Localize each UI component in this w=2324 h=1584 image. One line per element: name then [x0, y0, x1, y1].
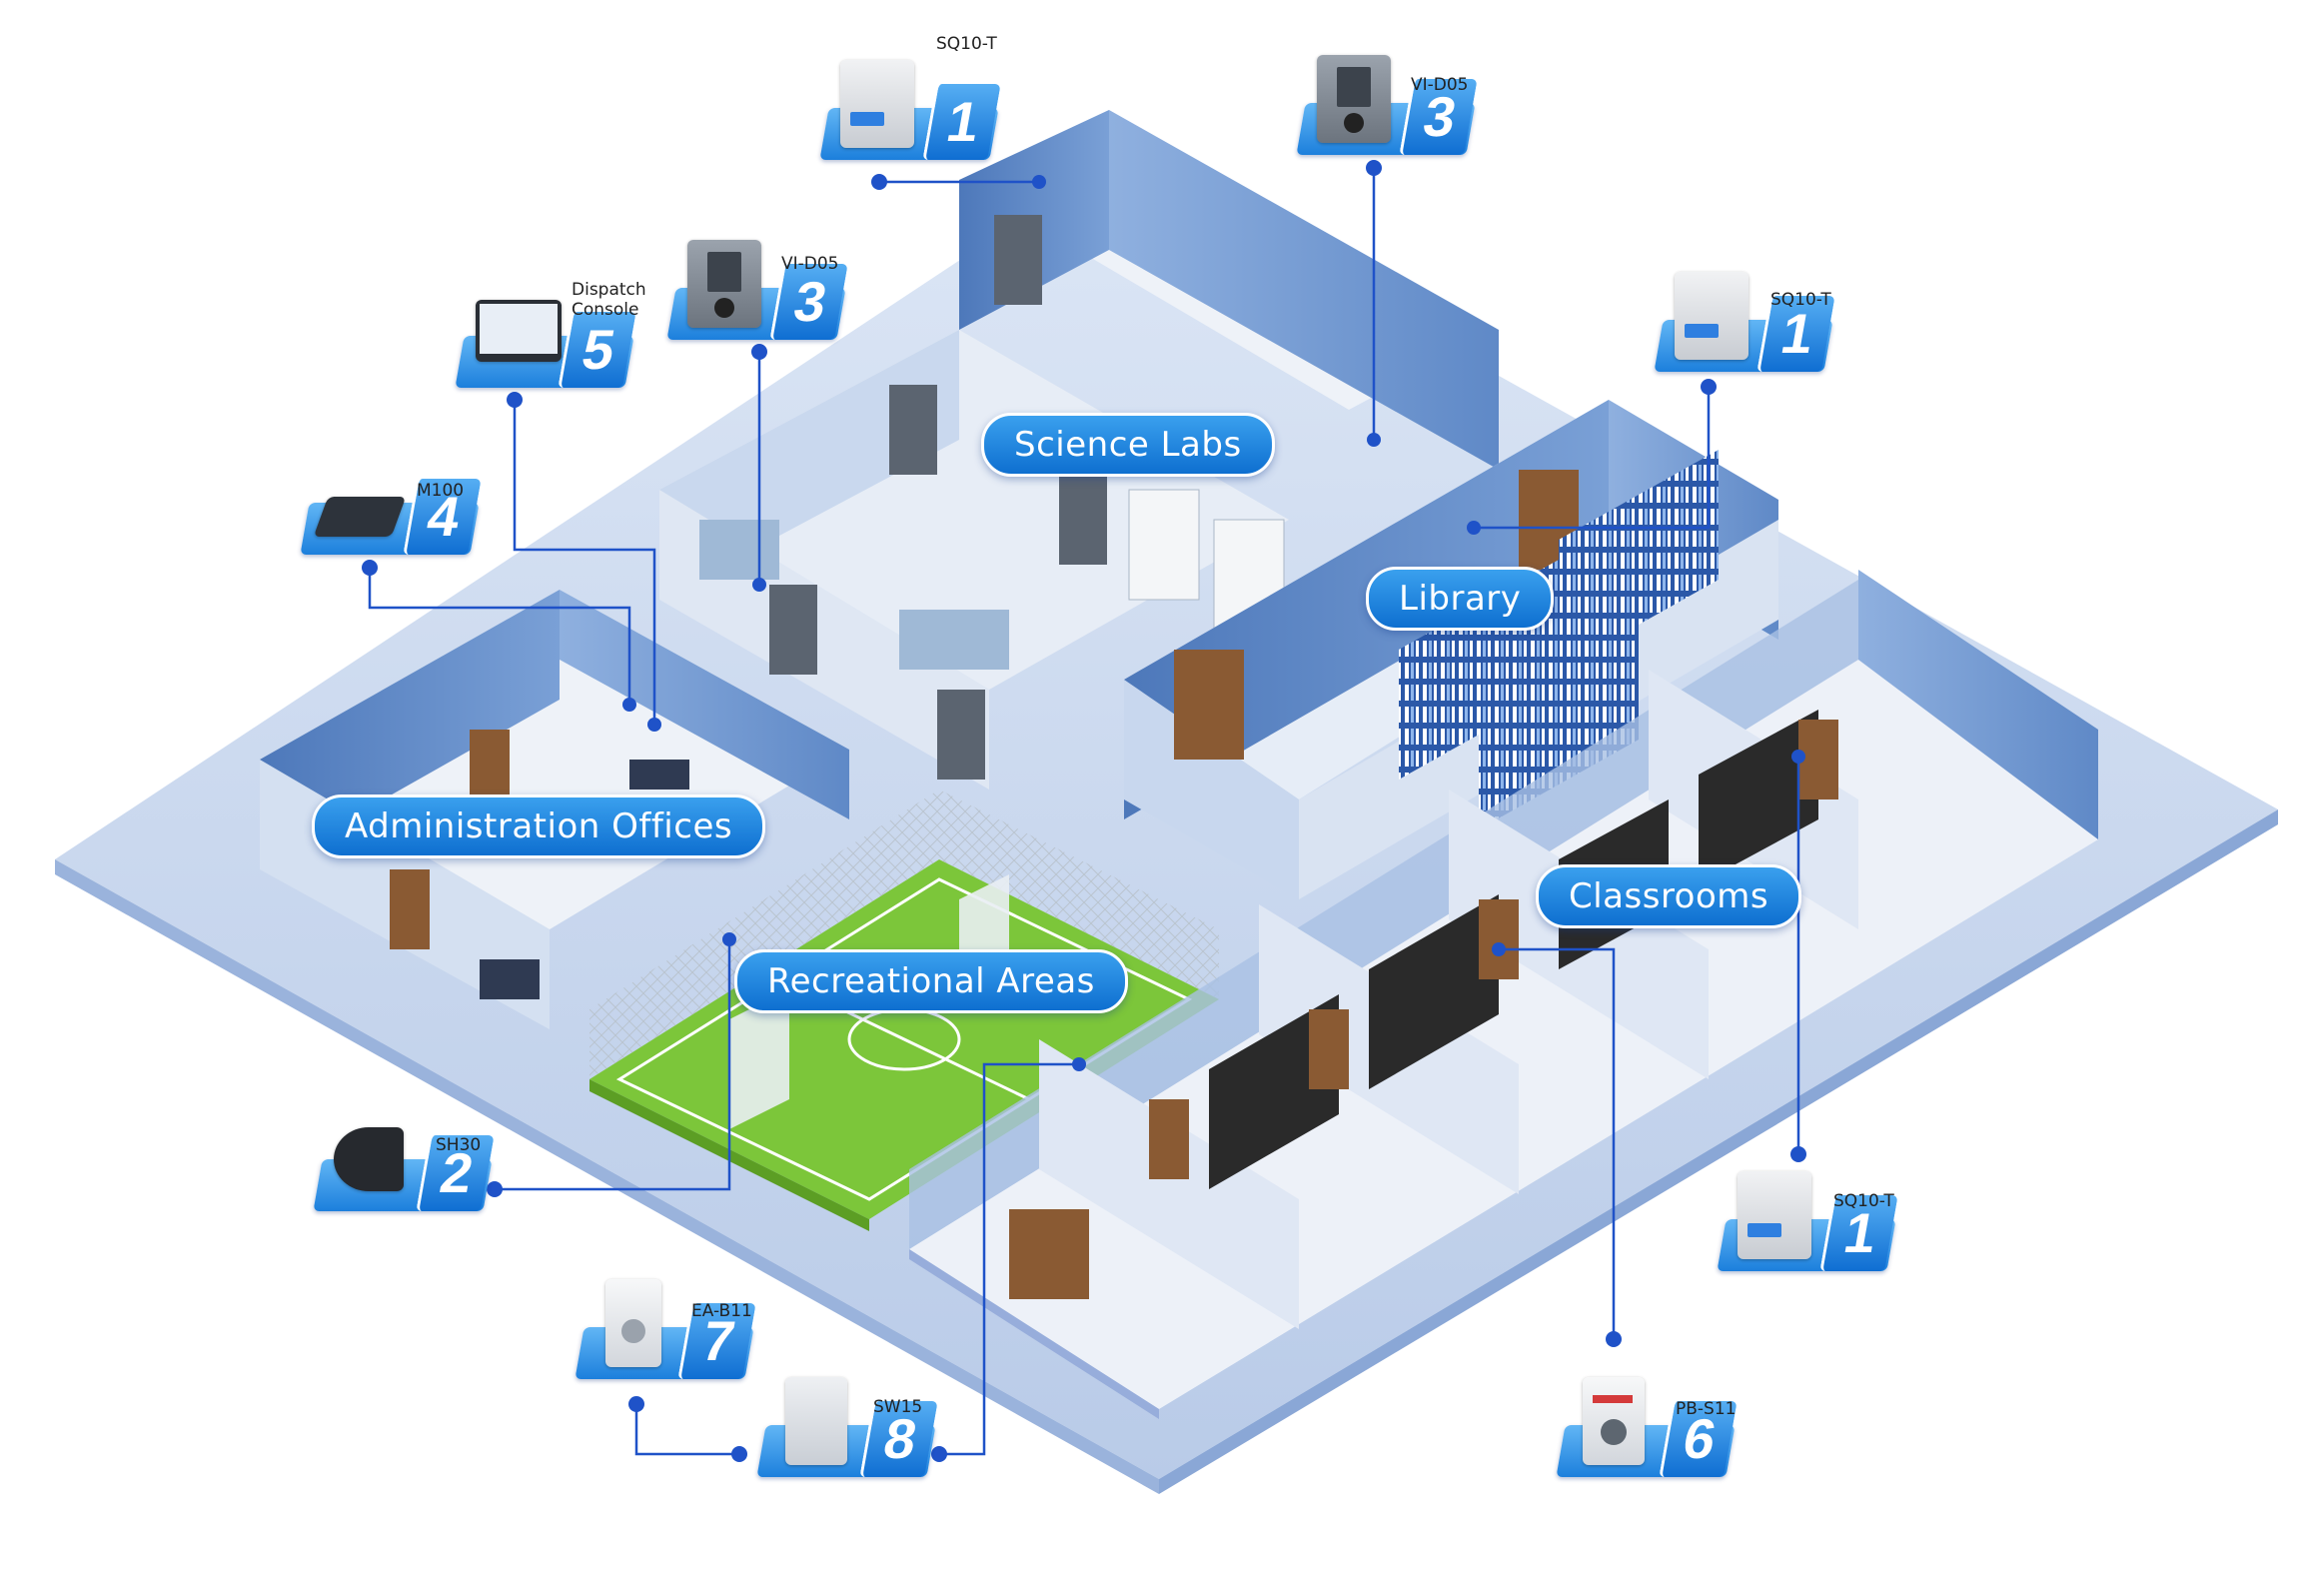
device-number: 5	[558, 312, 636, 388]
device-pbs11: 6 PB-S11	[1556, 1377, 1738, 1477]
science-labs-building	[659, 110, 1499, 790]
campus-floor-edge-left	[55, 859, 1159, 1494]
label-administration-offices: Administration Offices	[312, 794, 766, 858]
connection-endpoints	[362, 160, 1806, 1462]
label-classrooms: Classrooms	[1536, 864, 1802, 928]
line-sq10t-right	[1474, 387, 1711, 530]
device-label: SH30	[436, 1135, 482, 1155]
vid05-door-station-icon	[687, 240, 761, 328]
label-recreational-areas: Recreational Areas	[734, 949, 1128, 1013]
vid05-door-station-icon	[1317, 55, 1391, 143]
pbs11-panic-button-icon	[1583, 1377, 1645, 1465]
device-number: 1	[922, 84, 1001, 160]
label-library: Library	[1366, 567, 1555, 631]
device-label: PB-S11	[1676, 1399, 1737, 1419]
line-pbs11	[1499, 947, 1616, 1339]
sq10t-intercom-icon	[1675, 272, 1748, 360]
device-m100: 4 M100	[300, 455, 482, 555]
campus-floor-edge-right	[1159, 809, 2278, 1494]
device-dispatch-console: 5 Dispatch Console	[455, 280, 646, 388]
device-sq10t-bottom: 1 SQ10-T	[1717, 1171, 1898, 1271]
line-sh30	[495, 939, 731, 1191]
line-m100	[368, 568, 631, 705]
sq10t-intercom-icon	[1738, 1171, 1811, 1259]
line-dispatch	[513, 400, 656, 725]
device-sq10t-top: 1 SQ10-T	[819, 34, 1001, 160]
device-label-line1: Dispatch	[572, 280, 646, 300]
eab11-alarm-button-icon	[605, 1279, 661, 1367]
device-label: Dispatch Console	[572, 280, 646, 320]
sh30-horn-speaker-icon	[334, 1127, 404, 1191]
device-label: VI-D05	[1411, 75, 1469, 95]
classrooms-building	[909, 570, 2098, 1419]
device-sh30: 2 SH30	[313, 1111, 495, 1211]
sw15-wall-speaker-icon	[785, 1377, 847, 1465]
device-label: VI-D05	[781, 254, 839, 274]
device-label: SQ10-T	[1770, 290, 1831, 310]
line-sw15	[939, 1062, 1079, 1456]
device-eab11: 7 EA-B11	[575, 1279, 756, 1379]
device-connection-lines	[368, 168, 1800, 1456]
device-sw15: 8 SW15	[756, 1377, 938, 1477]
device-label: SW15	[873, 1397, 923, 1417]
line-eab11	[634, 1404, 739, 1456]
device-label: SQ10-T	[936, 34, 997, 54]
device-number: 3	[769, 264, 848, 340]
device-vid05-left: 3 VI-D05	[666, 240, 848, 340]
device-label: EA-B11	[691, 1301, 752, 1321]
device-label: M100	[417, 481, 465, 501]
device-label: SQ10-T	[1833, 1191, 1894, 1211]
m100-microphone-icon	[313, 497, 407, 537]
device-label-line2: Console	[572, 300, 639, 320]
dispatch-monitor-icon	[476, 300, 562, 362]
device-vid05-top: 3 VI-D05	[1296, 55, 1478, 155]
sq10t-intercom-icon	[840, 60, 914, 148]
label-science-labs: Science Labs	[981, 413, 1275, 477]
device-sq10t-right: 1 SQ10-T	[1654, 272, 1835, 372]
